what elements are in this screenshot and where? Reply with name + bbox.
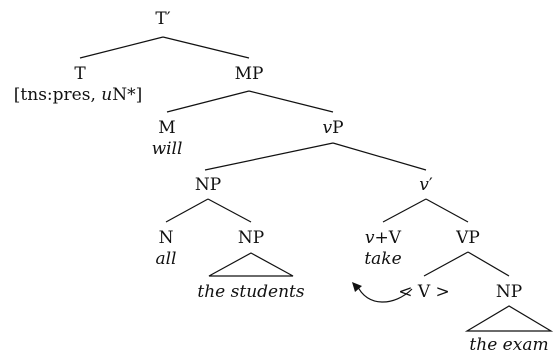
phrase-the-exam: the exam bbox=[469, 335, 548, 354]
edge-np-np bbox=[207, 198, 252, 223]
node-np-subject: NP bbox=[195, 175, 221, 195]
node-v-trace: < V > bbox=[398, 282, 450, 302]
edge-vp-np bbox=[204, 142, 334, 171]
triangle-the-students bbox=[208, 252, 294, 277]
node-big-vp: VP bbox=[455, 228, 480, 248]
node-v-bar: v′ bbox=[419, 175, 433, 195]
node-np-exam: NP bbox=[496, 282, 522, 302]
node-n: N bbox=[159, 228, 174, 248]
word-will: will bbox=[152, 139, 183, 159]
edge-mp-m bbox=[166, 90, 250, 113]
edge-vbar-vplusv bbox=[382, 198, 427, 223]
phrase-the-students: the students bbox=[197, 282, 304, 302]
node-v-plus-v: v+V bbox=[365, 228, 402, 248]
edge-vp-np-exam bbox=[467, 251, 510, 277]
arrowhead-icon bbox=[352, 282, 362, 292]
node-m: M bbox=[158, 118, 175, 138]
edge-vp-vbar bbox=[332, 142, 427, 171]
node-mp: MP bbox=[235, 64, 264, 84]
word-take: take bbox=[364, 249, 401, 269]
t-features: [tns:pres, uN*] bbox=[14, 85, 142, 105]
edge-tbar-t bbox=[79, 36, 164, 59]
word-all: all bbox=[155, 249, 176, 269]
node-t: T bbox=[74, 64, 86, 84]
edge-tbar-mp bbox=[162, 36, 250, 59]
node-t-bar: T′ bbox=[155, 9, 170, 29]
node-np-object: NP bbox=[238, 228, 264, 248]
node-little-vp: vP bbox=[322, 118, 343, 138]
edge-vp-trace bbox=[423, 251, 469, 277]
movement-arrow bbox=[356, 284, 413, 303]
edge-vbar-vp bbox=[425, 198, 469, 223]
edge-np-n bbox=[165, 198, 209, 223]
triangle-the-exam bbox=[464, 305, 554, 332]
edge-mp-vp bbox=[248, 90, 334, 113]
